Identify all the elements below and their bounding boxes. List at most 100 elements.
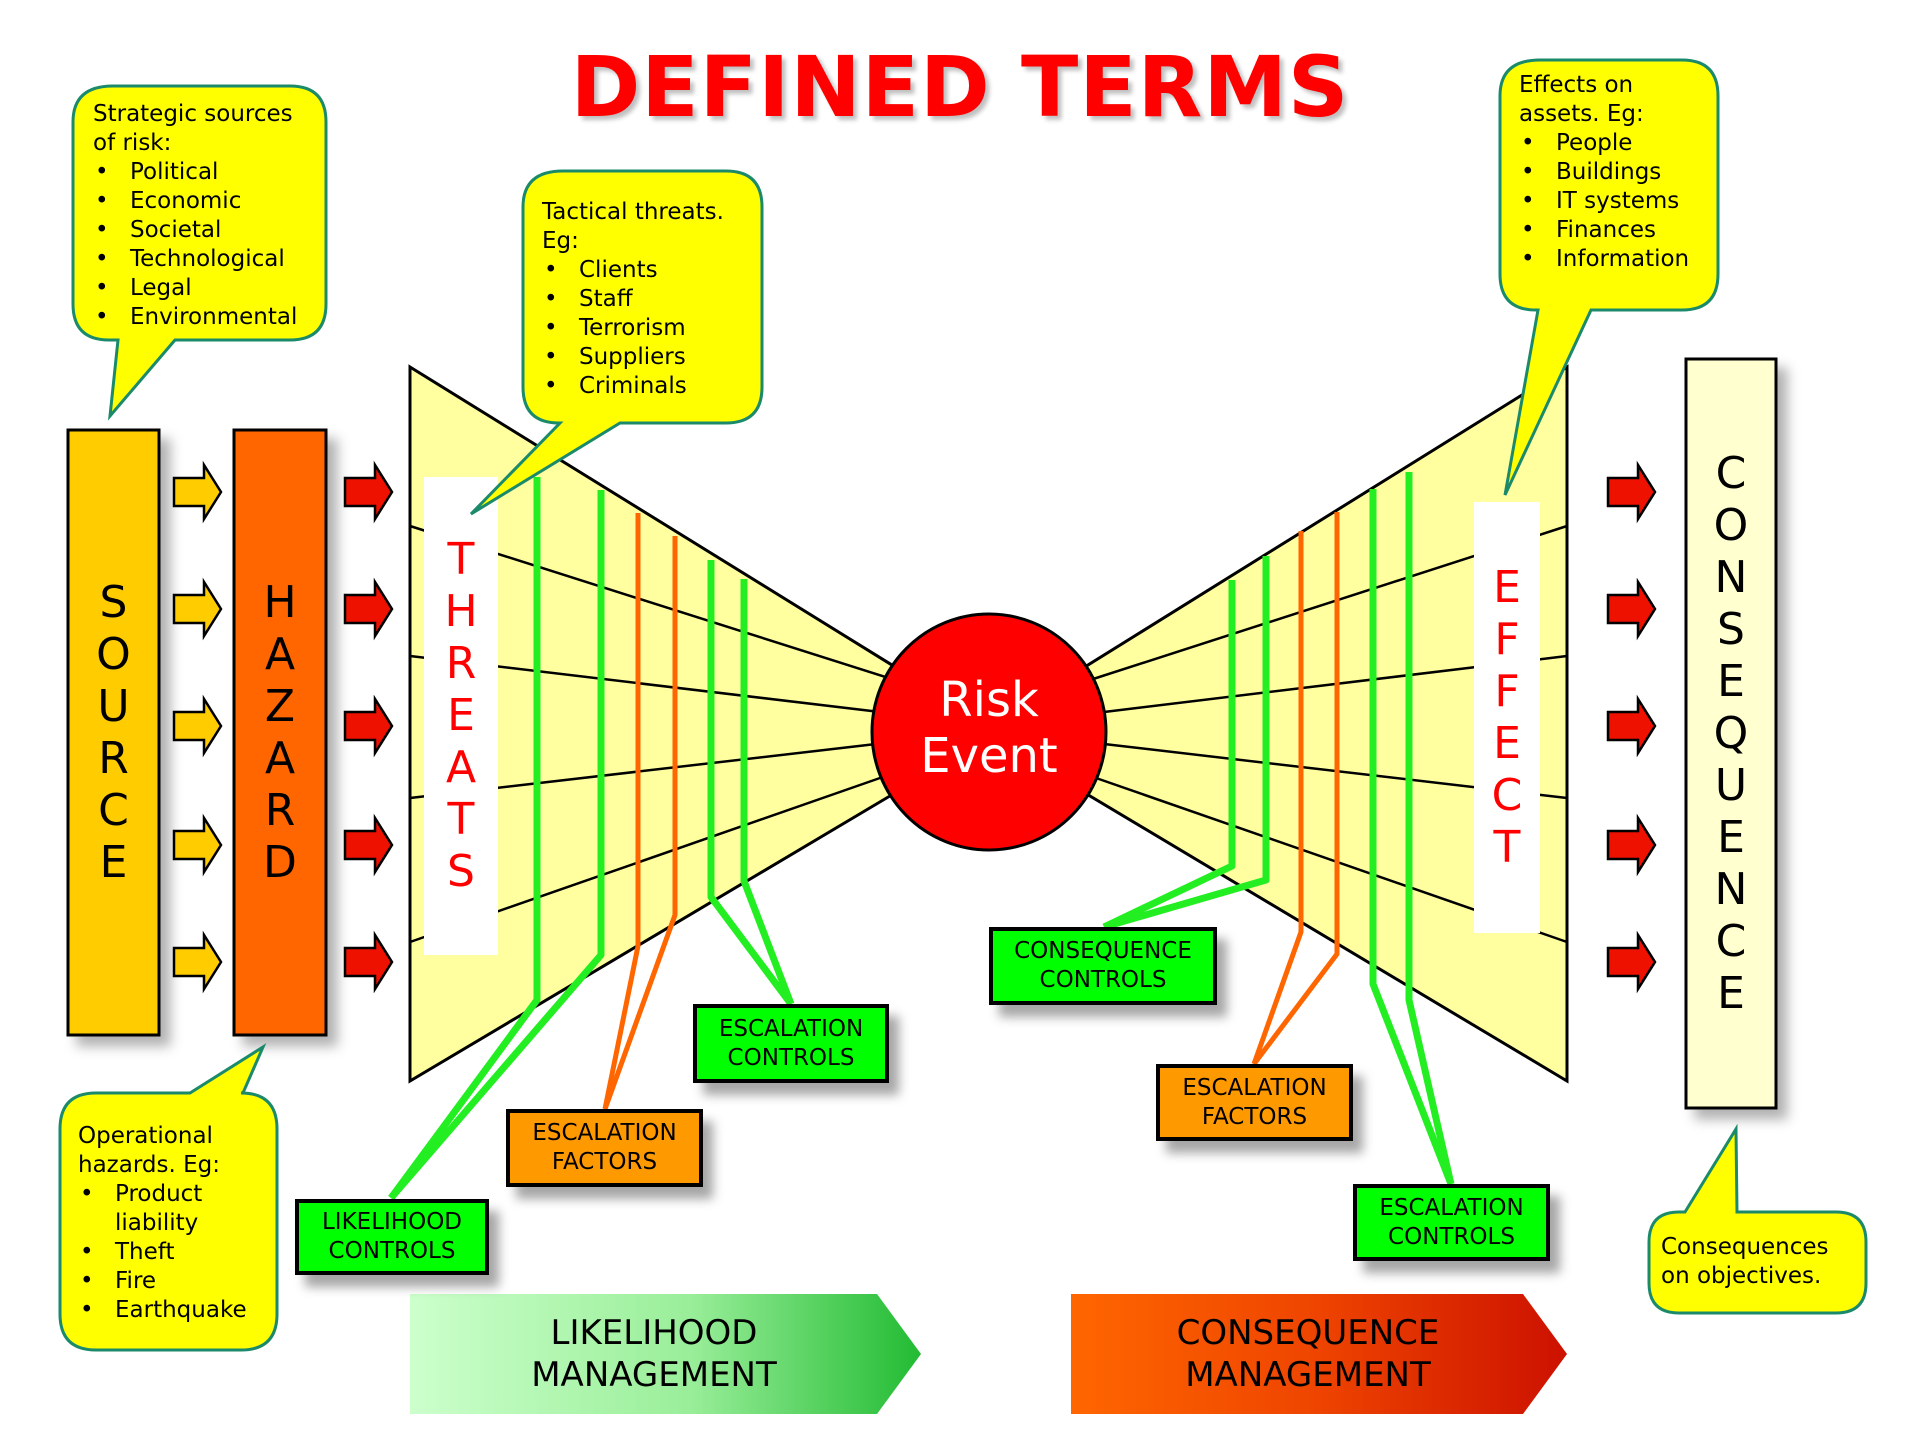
- consequence-column: [1684, 357, 1778, 1110]
- management-line: CONSEQUENCE: [1176, 1313, 1440, 1353]
- box-line: ESCALATION: [1379, 1194, 1524, 1221]
- box-line: ESCALATION: [718, 1015, 864, 1042]
- label-letter: S: [1717, 603, 1745, 655]
- list-item: People: [1519, 129, 1689, 158]
- box-line: ESCALATION: [1182, 1074, 1327, 1101]
- bubble-heading: Effects on: [1519, 72, 1634, 98]
- consequence-control-line: [1102, 580, 1236, 931]
- list-item: Finances: [1519, 216, 1689, 245]
- label-letter: R: [445, 638, 477, 689]
- likelihood-management-arrow: [410, 1294, 921, 1414]
- right-arrow-icon: [343, 694, 394, 758]
- consequence-barriers: [1102, 472, 1455, 1186]
- consequence-control-line: [1103, 556, 1270, 931]
- list-item: Societal: [93, 216, 297, 245]
- source-column: [66, 428, 161, 1037]
- label-letter: E: [99, 836, 128, 888]
- label-letter: C: [98, 784, 129, 836]
- bubble-heading: Strategic sources: [93, 101, 293, 127]
- bubble-heading: of risk:: [93, 130, 172, 156]
- bubble-heading: Consequences: [1661, 1234, 1829, 1260]
- bubble-heading: hazards. Eg:: [78, 1152, 220, 1178]
- right-arrow-icon: [172, 930, 223, 994]
- label-letter: E: [447, 690, 475, 741]
- list-item: Product liability: [78, 1180, 235, 1238]
- effect-label-strip: [1474, 502, 1540, 933]
- escalation-factor-line: [602, 536, 678, 1110]
- label-letter: O: [1713, 499, 1749, 551]
- hazard-to-threat-arrows: [343, 460, 394, 994]
- strategic-bubble-text: Strategic sources of risk: Political Eco…: [93, 100, 297, 332]
- list-item: Theft: [78, 1238, 268, 1267]
- list-item: Technological: [93, 245, 297, 274]
- bubble-heading: on objectives.: [1661, 1263, 1822, 1289]
- escalation-factor-line: [1252, 512, 1340, 1066]
- bubble-heading: Tactical threats.: [542, 199, 724, 225]
- label-letter: S: [447, 846, 475, 897]
- box-line: CONTROLS: [1039, 967, 1167, 993]
- page-title: DEFINED TERMS: [570, 38, 1350, 136]
- list-item: Environmental: [93, 303, 297, 332]
- bubble-heading: Operational: [78, 1123, 213, 1149]
- escalation-control-line: [740, 579, 795, 1006]
- box-line: CONSEQUENCE: [1014, 938, 1192, 964]
- effect-to-consequence-arrows: [1606, 460, 1657, 994]
- escalation-factor-line: [1251, 531, 1304, 1065]
- label-letter: N: [1714, 551, 1748, 603]
- list-item: Information: [1519, 245, 1689, 274]
- label-letter: S: [99, 576, 128, 628]
- right-arrow-icon: [1606, 460, 1657, 524]
- right-arrow-icon: [1606, 577, 1657, 641]
- label-letter: T: [447, 794, 475, 845]
- right-arrow-icon: [1606, 694, 1657, 758]
- right-arrow-icon: [172, 813, 223, 877]
- label-letter: N: [1714, 863, 1748, 915]
- bubble-heading: assets. Eg:: [1519, 101, 1644, 127]
- label-letter: T: [1493, 821, 1521, 873]
- box-line: LIKELIHOOD: [321, 1209, 463, 1235]
- risk-event-line: Risk: [939, 672, 1039, 728]
- right-arrow-icon: [172, 694, 223, 758]
- label-letter: E: [1717, 655, 1745, 707]
- consequence-management-arrow: [1071, 1294, 1567, 1414]
- right-arrow-icon: [343, 577, 394, 641]
- right-arrow-icon: [343, 930, 394, 994]
- label-letter: U: [97, 680, 130, 732]
- label-letter: U: [1714, 759, 1748, 811]
- label-letter: E: [1493, 717, 1521, 769]
- list-item: IT systems: [1519, 187, 1689, 216]
- management-line: MANAGEMENT: [531, 1355, 777, 1395]
- right-arrow-icon: [1606, 813, 1657, 877]
- consequences-bubble: [1647, 1123, 1868, 1315]
- label-letter: F: [1494, 613, 1520, 665]
- tactical-bubble-text: Tactical threats. Eg: Clients Staff Terr…: [542, 198, 724, 401]
- bubble-heading: Eg:: [542, 228, 579, 254]
- right-arrow-icon: [343, 460, 394, 524]
- likelihood-barriers: [388, 477, 795, 1201]
- likelihood-management-label: LIKELIHOOD MANAGEMENT: [480, 1312, 828, 1396]
- label-letter: H: [444, 586, 478, 637]
- label-letter: E: [1717, 967, 1745, 1019]
- consequence-management-label: CONSEQUENCE MANAGEMENT: [1133, 1312, 1483, 1396]
- box-line: CONTROLS: [1388, 1223, 1515, 1250]
- escalation-control-line: [1369, 489, 1455, 1186]
- escalation-factor-line: [602, 513, 641, 1110]
- box-line: ESCALATION: [532, 1120, 677, 1146]
- label-letter: A: [264, 628, 296, 680]
- list-item: Earthquake: [78, 1296, 268, 1325]
- likelihood-control-line: [388, 477, 541, 1201]
- label-letter: Z: [264, 680, 296, 732]
- list-item: Economic: [93, 187, 297, 216]
- box-line: CONTROLS: [727, 1044, 855, 1071]
- label-letter: R: [98, 732, 129, 784]
- box-line: FACTORS: [551, 1149, 658, 1175]
- label-letter: E: [1493, 561, 1521, 613]
- list-item: Buildings: [1519, 158, 1689, 187]
- risk-event-line: Event: [920, 728, 1058, 784]
- source-to-hazard-arrows: [172, 460, 223, 994]
